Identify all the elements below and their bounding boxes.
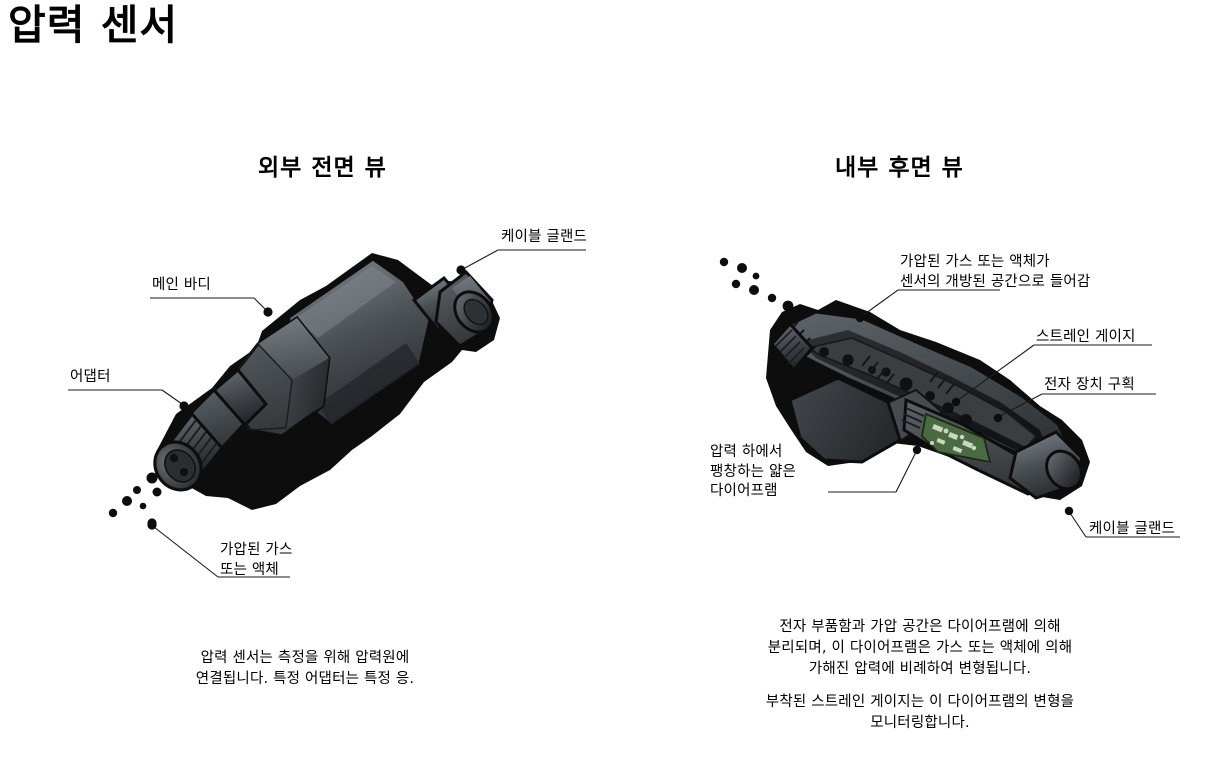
external-thread-rings — [171, 419, 217, 477]
external-adapter-thread — [163, 411, 224, 481]
leader-dot-diaphragm — [912, 445, 922, 455]
internal-diaphragm — [866, 388, 944, 442]
leader-dot-media-left — [147, 520, 157, 530]
leader-dot-internal-gland — [1064, 506, 1074, 516]
internal-lower-wall — [788, 376, 902, 464]
panel-heading-internal: 내부 후면 뷰 — [835, 155, 964, 181]
callout-external-adapter: 어댑터 — [70, 369, 111, 385]
external-gland-cap-inner — [463, 298, 489, 326]
panel-heading-external: 외부 전면 뷰 — [258, 155, 387, 181]
external-gland-cap — [453, 290, 495, 334]
internal-cavity — [800, 330, 1048, 452]
caption-internal-1: 전자 부품함과 가압 공간은 다이어프램에 의해 분리되며, 이 다이어프램은 … — [767, 619, 1073, 678]
internal-electronics-compartment — [902, 397, 1055, 496]
callout-internal-cable-gland: 케이블 글랜드 — [1089, 521, 1176, 537]
external-adapter-hex — [187, 387, 247, 451]
internal-serrations — [789, 321, 955, 395]
leader-dot-adapter — [179, 401, 189, 411]
callout-external-pressurized-media: 가압된 가스 또는 액체 — [220, 542, 293, 578]
callout-internal-strain-gauge: 스트레인 게이지 — [1036, 329, 1136, 345]
leader-dot-main-body — [263, 307, 273, 317]
internal-gland-cap — [1045, 449, 1083, 491]
internal-cable-gland — [1008, 430, 1084, 500]
external-barrel-shadow — [318, 343, 420, 425]
external-rear-neck — [411, 275, 471, 333]
callout-external-main-body: 메인 바디 — [152, 277, 211, 293]
leader-dot-electronics — [993, 413, 1003, 423]
internal-bore-holes — [819, 347, 972, 426]
callout-external-cable-gland: 케이블 글랜드 — [501, 229, 588, 245]
callout-internal-electronics-compartment: 전자 장치 구획 — [1044, 377, 1135, 393]
internal-thread-rings — [775, 329, 805, 365]
leader-dot-cable-gland — [456, 265, 466, 275]
external-barrel-highlight — [296, 266, 396, 338]
callout-internal-diaphragm: 압력 하에서 팽창하는 얇은 다이어프램 — [710, 444, 797, 500]
internal-bore-tube — [805, 337, 1038, 449]
internal-pcb — [921, 412, 992, 464]
external-port-hole-1 — [170, 454, 178, 462]
external-hex-facet-top — [258, 318, 329, 380]
external-hex-facet-left — [231, 342, 293, 431]
external-adapter-face — [153, 440, 203, 492]
external-gland-facet — [452, 276, 488, 312]
external-adapter-bore — [163, 449, 197, 483]
external-media-dots — [108, 472, 162, 528]
internal-media-dots — [719, 257, 810, 316]
external-collar — [209, 367, 269, 431]
external-hex-nut — [230, 315, 331, 438]
page-title: 압력 센서 — [8, 1, 179, 49]
external-port-hole-2 — [180, 468, 188, 476]
internal-shell-upper — [783, 310, 1074, 472]
internal-adapter-thread — [770, 321, 814, 373]
internal-pcb-traces — [930, 424, 977, 454]
leader-dot-strain-gauge — [951, 397, 961, 407]
caption-internal-2: 부착된 스트레인 게이지는 이 다이어프램의 변형을 모니터링합니다. — [765, 694, 1075, 732]
external-leaders — [68, 249, 586, 578]
leader-dot-media-entry — [855, 313, 865, 323]
external-cable-gland — [434, 269, 494, 348]
internal-vents — [901, 407, 925, 429]
caption-external: 압력 센서는 측정을 위해 압력원에 연결됩니다. 특정 어댑터는 특정 응. — [195, 650, 415, 688]
external-main-barrel — [282, 257, 432, 427]
callout-internal-media-entry: 가압된 가스 또는 액체가 센서의 개방된 공간으로 들어감 — [900, 254, 1091, 290]
external-hex-facet-right — [286, 358, 329, 428]
